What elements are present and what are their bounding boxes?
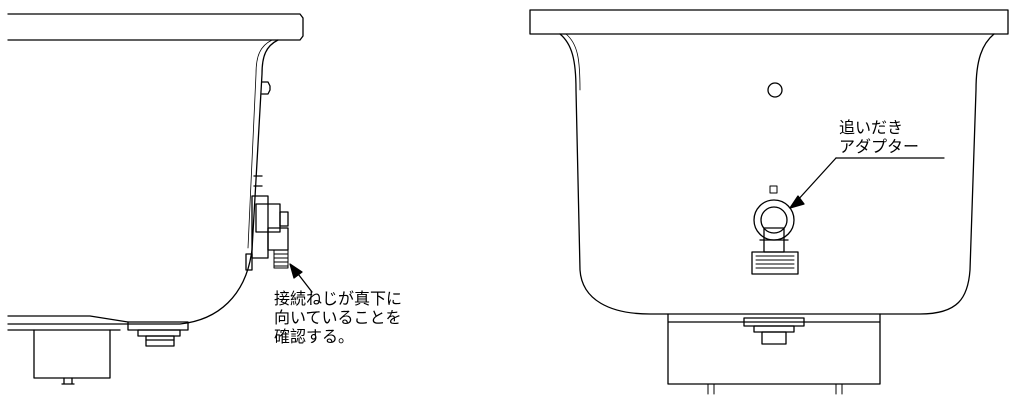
front-view — [529, 9, 1009, 395]
side-view-foot-bolt — [61, 377, 75, 385]
side-view — [7, 13, 313, 385]
front-view-marker — [769, 185, 778, 194]
side-view-fitting — [245, 175, 289, 271]
front-view-support — [667, 313, 881, 385]
side-view-rim — [7, 13, 304, 41]
side-view-leader-arrow — [289, 263, 313, 293]
front-view-tub-body — [559, 33, 995, 315]
side-view-note-line: 接続ねじが真下に — [274, 289, 403, 308]
front-view-hole — [767, 82, 783, 98]
adapter-label: 追いだき アダプター — [839, 118, 919, 156]
side-view-note: 接続ねじが真下に 向いていることを 確認する。 — [274, 289, 402, 346]
side-view-note-line: 向いていることを — [274, 308, 402, 327]
front-view-adapter — [751, 199, 799, 275]
front-view-rim — [529, 9, 1009, 35]
side-view-shell-inner-line — [247, 39, 273, 249]
adapter-label-line: 追いだき — [839, 118, 904, 137]
side-view-drain — [127, 321, 189, 347]
side-view-apron — [7, 315, 129, 331]
side-view-tub-shell — [7, 39, 279, 325]
side-view-thread — [273, 249, 289, 269]
front-view-drain — [743, 317, 805, 345]
side-view-top-tab — [261, 81, 271, 95]
front-view-inner-line — [565, 33, 581, 91]
side-view-note-line: 確認する。 — [274, 327, 355, 346]
front-view-leader — [789, 157, 945, 209]
adapter-label-line: アダプター — [839, 137, 920, 156]
front-view-leg-marks — [707, 383, 843, 395]
side-view-support — [33, 329, 111, 379]
